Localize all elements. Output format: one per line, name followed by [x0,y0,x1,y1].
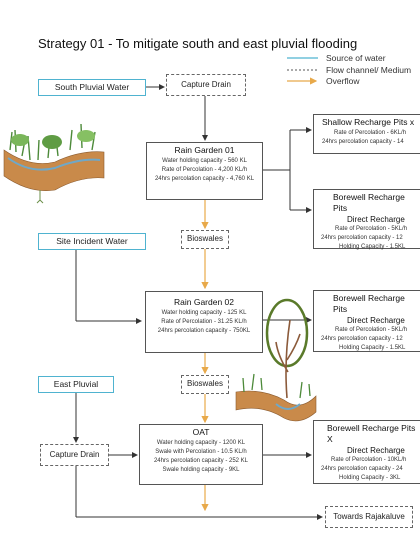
source-south-pluvial: South Pluvial Water [38,79,146,96]
bioswales-1: Bioswales [181,230,229,249]
borewell-3-subtitle: Direct Recharge [347,446,405,455]
rain-garden-02-title: Rain Garden 02 [173,297,234,307]
shallow-pits-rate: Rate of Percolation - 6KL/h [334,130,407,136]
capture-drain-bottom: Capture Drain [40,444,109,466]
borewell-2-subtitle: Direct Recharge [347,316,405,325]
borewell-recharge-pits-2: Borewell Recharge Pits Direct Recharge R… [313,290,420,352]
borewell-1-title: Borewell Recharge Pits [333,192,405,213]
shallow-pits-title: Shallow Recharge Pits x [322,117,415,127]
borewell-2-rate: Rate of Percolation - 5KL/h [335,327,408,333]
tree-illustration [265,298,309,399]
borewell-2-holding: Holding Capacity - 1.5KL [339,345,406,351]
rain-garden-02-holding: Water holding capacity - 125 KL [161,310,247,316]
borewell-3-24hr: 24hrs percolation capacity - 24 [321,466,403,472]
borewell-2-24hr: 24hrs percolation capacity - 12 [321,336,403,342]
rain-garden-02: Rain Garden 02 Water holding capacity - … [145,291,263,353]
rain-garden-02-rate: Rate of Percolation - 31.25 KL/h [161,319,247,325]
bioswale-section-illustration [235,373,317,422]
rain-garden-01: Rain Garden 01 Water holding capacity - … [146,142,263,200]
borewell-1-holding: Holding Capacity - 1.5KL [339,244,406,250]
oat-title: OAT [192,427,210,437]
bioswales-2: Bioswales [181,375,229,394]
rain-garden-section-illustration [3,123,105,204]
shallow-recharge-pits: Shallow Recharge Pits x Rate of Percolat… [313,114,420,154]
rain-garden-01-24hr: 24hrs percolation capacity - 4,760 KL [154,176,255,182]
legend-overflow-label: Overflow [326,76,360,86]
towards-rajakaluve: Towards Rajakaluve [325,506,413,528]
rain-garden-02-24hr: 24hrs percolation capacity - 750KL [157,328,251,334]
rain-garden-01-title: Rain Garden 01 [174,145,235,155]
borewell-3-title: Borewell Recharge Pits X [327,423,416,444]
oat-24hr: 24hrs percolation capacity - 252 KL [153,458,249,464]
borewell-3-rate: Rate of Percolation - 10KL/h [331,457,407,463]
rain-garden-01-holding: Water holding capacity - 560 KL [162,158,247,164]
borewell-1-rate: Rate of Percolation - 5KL/h [335,226,408,232]
legend-source-label: Source of water [326,53,386,63]
source-east-pluvial: East Pluvial [38,376,114,393]
borewell-recharge-pits-3: Borewell Recharge Pits X Direct Recharge… [313,420,420,484]
borewell-2-title: Borewell Recharge Pits [333,293,405,314]
borewell-1-24hr: 24hrs percolation capacity - 12 [321,235,403,241]
borewell-1-subtitle: Direct Recharge [347,215,405,224]
borewell-recharge-pits-1: Borewell Recharge Pits Direct Recharge R… [313,189,420,250]
oat-swale-rate: Swale with Percolation - 10.5 KL/h [155,449,247,455]
oat-box: OAT Water holding capacity - 1200 KL Swa… [139,424,263,485]
page-title: Strategy 01 - To mitigate south and east… [38,36,358,51]
legend-channel-label: Flow channel/ Medium [326,65,412,75]
oat-swale-holding: Swale holding capacity - 9KL [162,467,240,473]
source-site-incident: Site Incident Water [38,233,146,250]
oat-holding: Water holding capacity - 1200 KL [156,440,246,446]
capture-drain-top: Capture Drain [166,74,246,96]
borewell-3-holding: Holding Capacity - 3KL [339,475,401,481]
rain-garden-01-rate: Rate of Percolation - 4,200 KL/h [161,167,248,173]
shallow-pits-24hr: 24hrs percolation capacity - 14 [322,139,404,145]
